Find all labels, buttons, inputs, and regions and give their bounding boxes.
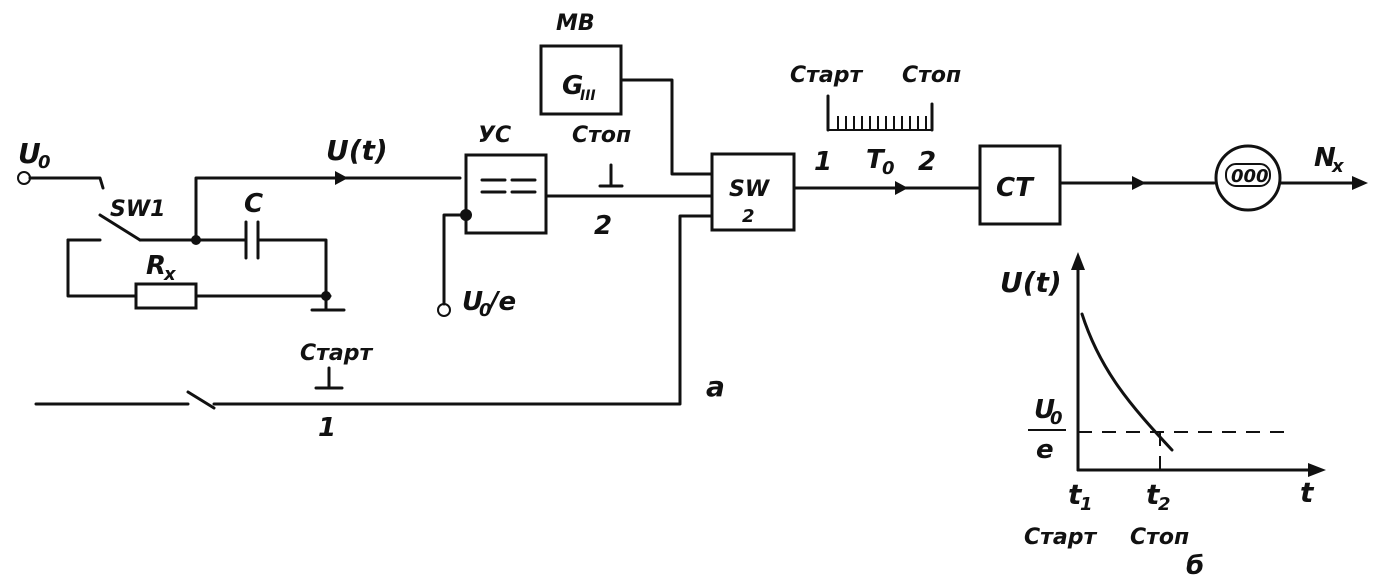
- part-a-label: a: [706, 370, 725, 403]
- nx-sub: x: [1331, 156, 1345, 177]
- t0-label: T: [866, 145, 886, 175]
- t2-name: Стоп: [1130, 525, 1189, 550]
- rx-resistor: [134, 282, 198, 310]
- counter-arrow-icon: [1132, 176, 1146, 190]
- sw2-section: [710, 94, 980, 232]
- decay-graph: [1071, 252, 1326, 477]
- pulse-gate-edges: [826, 94, 934, 132]
- generator-wire: [619, 78, 714, 176]
- x-axis-arrow-icon: [1308, 463, 1326, 477]
- ut-wire: [194, 176, 462, 242]
- start-line-right: [212, 214, 714, 406]
- sw1-label: SW1: [110, 197, 165, 222]
- counter-section: [978, 144, 1368, 226]
- mb-label: МВ: [556, 11, 595, 36]
- capacitor-plates: [244, 220, 260, 260]
- ref-label: U: [462, 287, 483, 317]
- rx-sub: x: [163, 264, 177, 285]
- t0-sub: 0: [882, 158, 895, 179]
- level-den: e: [1036, 435, 1054, 465]
- display-digits: 000: [1231, 166, 1269, 187]
- display-window: [1225, 163, 1271, 187]
- t2-label: t: [1146, 478, 1161, 511]
- stop-pulse-mark: [598, 163, 624, 188]
- start-switch-blade: [186, 390, 216, 410]
- ut-arrow-icon: [335, 171, 348, 185]
- ref-terminal: [437, 303, 451, 317]
- display-dial: [1214, 144, 1282, 212]
- y-axis-arrow-icon: [1071, 252, 1085, 270]
- c-label: C: [244, 189, 263, 219]
- stop-number: 2: [594, 211, 612, 241]
- u0-terminal: [17, 171, 31, 185]
- u0-label: U: [18, 137, 41, 170]
- nx-label: N: [1314, 143, 1336, 173]
- ut-label: U(t): [326, 134, 388, 167]
- sw2-box: [710, 152, 796, 232]
- start-section: [34, 214, 714, 410]
- u0-sub: 0: [38, 152, 51, 173]
- t1-label: t: [1068, 478, 1083, 511]
- rx-label: R: [146, 251, 166, 281]
- stop-pulse-label: Стоп: [572, 123, 631, 148]
- pulse-start-label: Старт: [790, 63, 863, 88]
- text-labels: U 0 SW1 C R x U(t) УС Стоп 2 U 0 /e МВ G…: [18, 11, 1345, 581]
- comparator-section: [437, 153, 714, 317]
- generator-section: [539, 44, 714, 176]
- comparator-symbol: [480, 178, 537, 194]
- t0-arrow-icon: [895, 181, 908, 195]
- ref-wire: [442, 213, 468, 306]
- c-right-wire: [256, 238, 328, 298]
- ref-tail: /e: [486, 287, 516, 317]
- graph-y-label: U(t): [1000, 266, 1062, 299]
- start-pulse-mark: [314, 366, 344, 390]
- level-label: U: [1034, 395, 1055, 425]
- generator-sub: III: [580, 88, 596, 104]
- input-section: [17, 171, 462, 312]
- comparator-label: УС: [478, 123, 511, 148]
- pulse-train: [837, 116, 927, 130]
- gate-1-label: 1: [814, 147, 832, 177]
- nx-arrow-icon: [1352, 176, 1368, 190]
- pulse-stop-label: Стоп: [902, 63, 961, 88]
- level-sub: 0: [1050, 408, 1063, 429]
- t1-name: Старт: [1024, 525, 1097, 550]
- comparator-box: [464, 153, 548, 235]
- start-pulse-label: Старт: [300, 341, 373, 366]
- decay-curve: [1080, 312, 1174, 452]
- counter-box: [978, 144, 1062, 226]
- sw2-sub: 2: [742, 206, 755, 227]
- t1-sub: 1: [1080, 494, 1093, 515]
- rx-left-wire: [66, 238, 138, 298]
- gate-2-label: 2: [918, 147, 936, 177]
- t2-sub: 2: [1158, 494, 1171, 515]
- start-number: 1: [318, 413, 336, 443]
- ref-sub: 0: [479, 300, 492, 321]
- sw1-blade: [98, 213, 142, 242]
- part-b-label: б: [1186, 551, 1204, 581]
- sw2-label: SW: [729, 177, 771, 202]
- generator-label: G: [562, 71, 583, 101]
- input-wire: [28, 176, 105, 190]
- graph-x-label: t: [1300, 476, 1315, 509]
- counter-label: СТ: [996, 173, 1035, 203]
